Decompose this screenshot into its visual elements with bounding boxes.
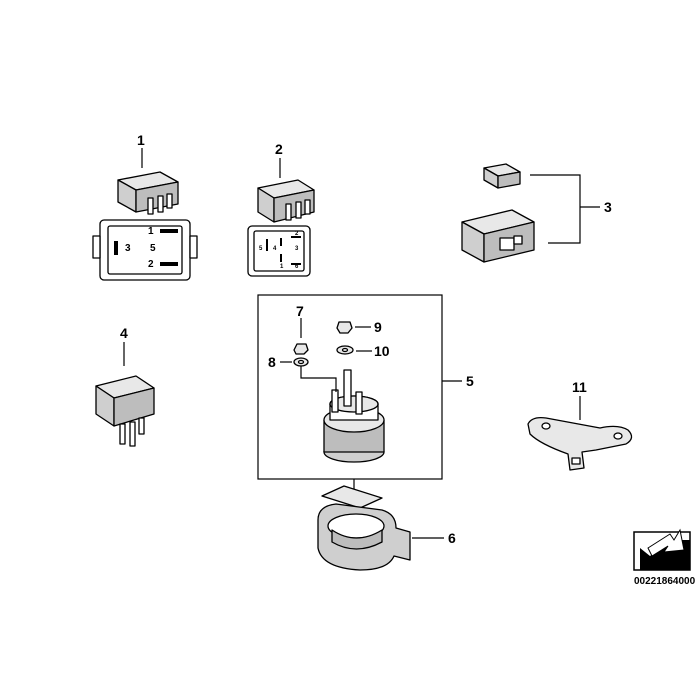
relay2-pin-4: 4	[273, 246, 277, 252]
part-1-relay[interactable]	[92, 171, 198, 281]
part-10-washer[interactable]	[336, 345, 354, 355]
callout-6: 6	[448, 530, 456, 546]
relay1-pin-1: 1	[148, 226, 154, 237]
callout-9: 9	[374, 319, 382, 335]
callout-10: 10	[374, 343, 390, 359]
relay2-pin-3: 3	[295, 246, 299, 252]
part-7-nut[interactable]	[293, 343, 309, 355]
callout-4: 4	[120, 325, 128, 341]
callout-3: 3	[604, 199, 612, 215]
part-6-holder[interactable]	[317, 485, 411, 571]
part-8-washer[interactable]	[293, 357, 309, 367]
bracket-3	[530, 174, 581, 244]
callout-2: 2	[275, 141, 283, 157]
part-4-relay[interactable]	[95, 375, 155, 447]
callout-8: 8	[268, 354, 276, 370]
relay2-pin-2: 2	[295, 231, 299, 237]
assembly-line-8	[300, 366, 337, 392]
reference-number: 00221864000	[634, 576, 696, 587]
relay2-pin-5: 5	[259, 246, 263, 252]
part-3-relay-with-cap[interactable]	[461, 163, 535, 263]
relay1-pin-5: 5	[150, 243, 156, 254]
callout-5: 5	[466, 373, 474, 389]
relay1-pin-2: 2	[148, 259, 154, 270]
part-5-group-frame	[257, 294, 443, 480]
relay1-pin-3: 3	[125, 243, 131, 254]
callout-7: 7	[296, 303, 304, 319]
relay2-pin-6: 6	[295, 264, 299, 270]
part-11-bracket[interactable]	[527, 416, 633, 471]
arrow-logo-icon	[633, 528, 691, 571]
part-5-solenoid[interactable]	[323, 369, 385, 463]
callout-1: 1	[137, 132, 145, 148]
relay2-pin-1: 1	[280, 264, 284, 270]
callout-11: 11	[572, 379, 587, 395]
part-9-nut[interactable]	[336, 321, 353, 334]
part-2-relay[interactable]	[247, 179, 315, 277]
